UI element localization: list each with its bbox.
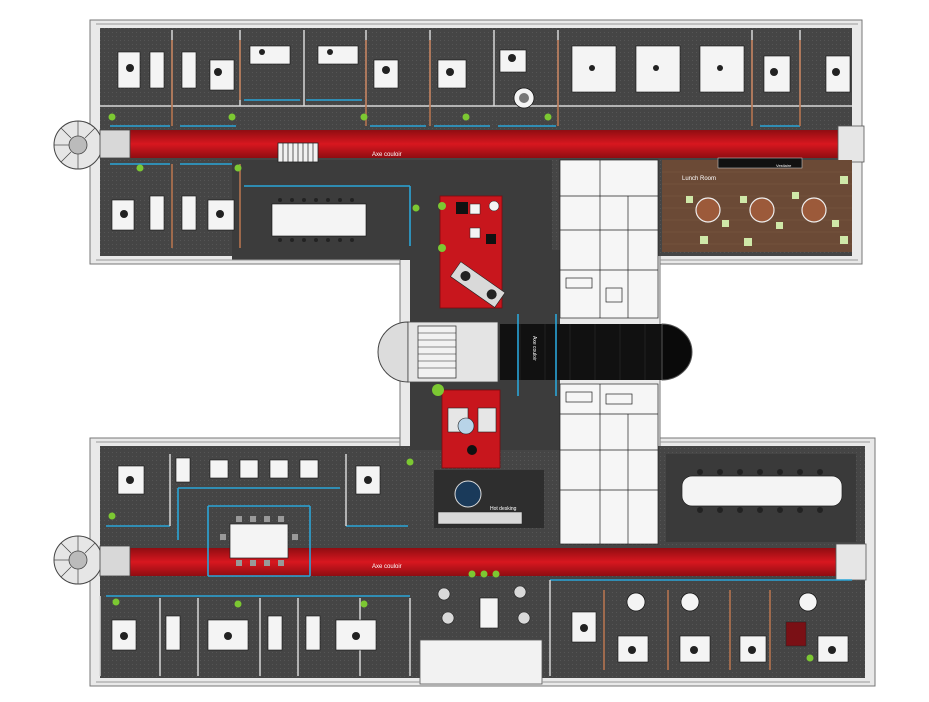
lunch-room: Lunch Room Vestiaire: [662, 157, 852, 252]
red-lounge-lower: [441, 389, 501, 469]
stair-rotunda: [377, 321, 499, 383]
desk-icon: [209, 459, 229, 479]
desk-cluster-top-south: [111, 195, 367, 237]
south-entrance: [419, 639, 543, 685]
plant-icon: [480, 570, 488, 578]
desk-icon: [479, 597, 499, 629]
end-room-top: [837, 125, 865, 163]
plant-icon: [108, 113, 116, 121]
bottom-glass-walls: [106, 487, 852, 597]
plant-icon: [234, 600, 242, 608]
plant-icon: [112, 598, 120, 606]
desk-icon: [165, 615, 181, 651]
desk-icon: [175, 457, 191, 483]
desk-cluster-bottom-north: [117, 457, 381, 495]
end-room-bottom: [835, 543, 867, 581]
plant-icon: [432, 384, 444, 396]
desk-icon: [149, 51, 165, 89]
desk-icon: [209, 59, 235, 91]
corridor-top-label: Axe couloir: [372, 152, 402, 158]
wood-partitions: [171, 40, 801, 670]
plants: [108, 113, 814, 662]
desk-icon: [249, 45, 291, 65]
desk-icon: [317, 45, 359, 65]
top-glass-walls: [110, 99, 800, 246]
red-lounge-upper: [439, 195, 506, 309]
hot-desking-label: Hot desking: [490, 506, 517, 512]
round-tables-bottom: [437, 585, 818, 625]
desk-icon: [181, 51, 197, 89]
plant-icon: [360, 113, 368, 121]
plant-icon: [806, 654, 814, 662]
chairs-top-north: [126, 49, 840, 76]
plant-icon: [492, 570, 500, 578]
spiral-stair-bottom: [53, 535, 131, 585]
window-marks: [96, 23, 870, 683]
plant-icon: [468, 570, 476, 578]
sanitary-block-upper: [559, 159, 659, 319]
corridor-vertical-label: Axe couloir: [531, 336, 537, 361]
plant-icon: [108, 512, 116, 520]
plant-icon: [406, 458, 414, 466]
meeting-room-large: [666, 454, 856, 542]
lunch-tables: [695, 197, 827, 223]
desk-icon: [269, 459, 289, 479]
plant-icon: [438, 244, 446, 252]
desk-icon: [437, 59, 467, 89]
plant-icon: [412, 204, 420, 212]
spiral-stair-top: [53, 120, 131, 170]
plant-icon: [234, 164, 242, 172]
chairs-top-south: [120, 198, 354, 242]
corridor-top: Axe couloir: [130, 130, 838, 163]
plant-icon: [228, 113, 236, 121]
meeting-table: [271, 203, 367, 237]
hot-desking-area: Hot desking: [434, 470, 544, 528]
round-table-top: [513, 87, 535, 109]
sanitary-block-lower: [559, 383, 659, 545]
desk-icon: [305, 615, 321, 651]
desk-icon: [239, 459, 259, 479]
desk-icon: [355, 465, 381, 495]
vestiaire-label: Vestiaire: [776, 163, 792, 168]
desk-icon: [267, 615, 283, 651]
stairs-block-top: [277, 142, 319, 163]
bottom-partitions: [99, 454, 551, 676]
entrance-lobby: Axe couloir: [500, 314, 693, 396]
plant-icon: [360, 600, 368, 608]
desk-icon: [181, 195, 197, 231]
desk-icon: [149, 195, 165, 231]
lunch-room-label: Lunch Room: [682, 176, 716, 182]
plant-icon: [136, 164, 144, 172]
desk-icon: [299, 459, 319, 479]
plant-icon: [544, 113, 552, 121]
lunch-chairs: [686, 176, 848, 246]
bookshelf-red: [785, 621, 807, 647]
corridor-bottom-label: Axe couloir: [372, 564, 402, 570]
plant-icon: [438, 202, 446, 210]
meeting-room-bottom-left: [220, 516, 298, 566]
plant-icon: [462, 113, 470, 121]
chairs-bottom: [120, 476, 836, 654]
